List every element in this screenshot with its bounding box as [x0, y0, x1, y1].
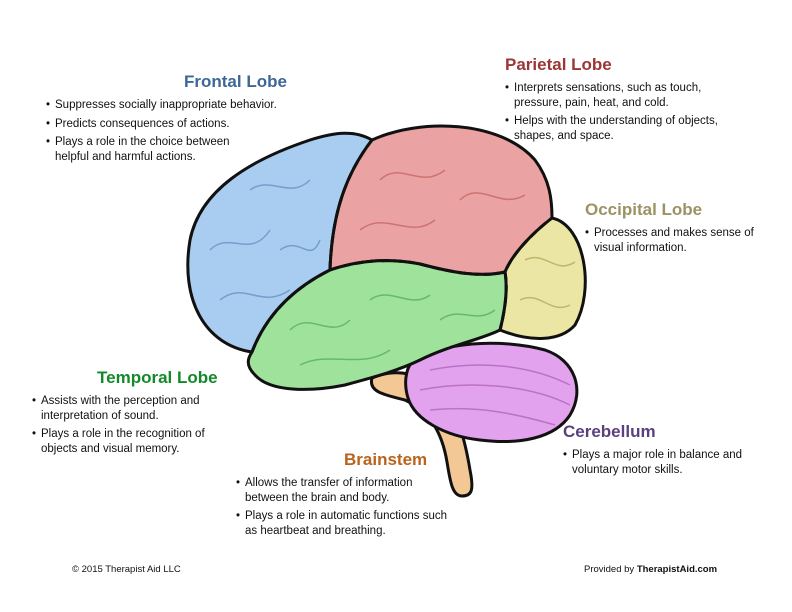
occipital-lobe-title: Occipital Lobe: [585, 200, 703, 219]
provided-by: Provided by TherapistAid.com: [584, 564, 717, 575]
list-item: Interprets sensations, such as touch, pr…: [505, 81, 750, 110]
parietal-lobe-block: Parietal Lobe Interprets sensations, suc…: [505, 55, 750, 147]
frontal-lobe-title: Frontal Lobe: [184, 72, 287, 91]
cerebellum-region: [404, 341, 579, 444]
list-item: Helps with the understanding of objects,…: [505, 114, 750, 143]
provided-prefix: Provided by: [584, 564, 635, 575]
list-item: Plays a role in automatic functions such…: [236, 509, 451, 538]
brainstem-block: Brainstem Allows the transfer of informa…: [236, 450, 451, 542]
occipital-lobe-block: Occipital Lobe Processes and makes sense…: [585, 200, 765, 259]
brand-link[interactable]: TherapistAid.com: [636, 564, 718, 575]
occipital-region: [498, 216, 587, 340]
temporal-region: [246, 259, 508, 391]
list-item: Assists with the perception and interpre…: [32, 394, 232, 423]
list-item: Processes and makes sense of visual info…: [585, 226, 765, 255]
list-item: Suppresses socially inappropriate behavi…: [46, 98, 306, 113]
list-item: Allows the transfer of information betwe…: [236, 476, 451, 505]
cerebellum-title: Cerebellum: [563, 422, 656, 441]
temporal-lobe-block: Temporal Lobe Assists with the perceptio…: [32, 368, 232, 460]
frontal-lobe-block: Frontal Lobe Suppresses socially inappro…: [46, 72, 306, 168]
cerebellum-block: Cerebellum Plays a major role in balance…: [563, 422, 743, 481]
copyright: © 2015 Therapist Aid LLC: [72, 564, 181, 575]
list-item: Plays a role in the choice between helpf…: [46, 135, 255, 164]
list-item: Predicts consequences of actions.: [46, 117, 306, 132]
list-item: Plays a role in the recognition of objec…: [32, 427, 232, 456]
temporal-lobe-title: Temporal Lobe: [97, 368, 218, 387]
parietal-lobe-title: Parietal Lobe: [505, 55, 612, 74]
brainstem-title: Brainstem: [344, 450, 428, 469]
list-item: Plays a major role in balance and volunt…: [563, 448, 743, 477]
